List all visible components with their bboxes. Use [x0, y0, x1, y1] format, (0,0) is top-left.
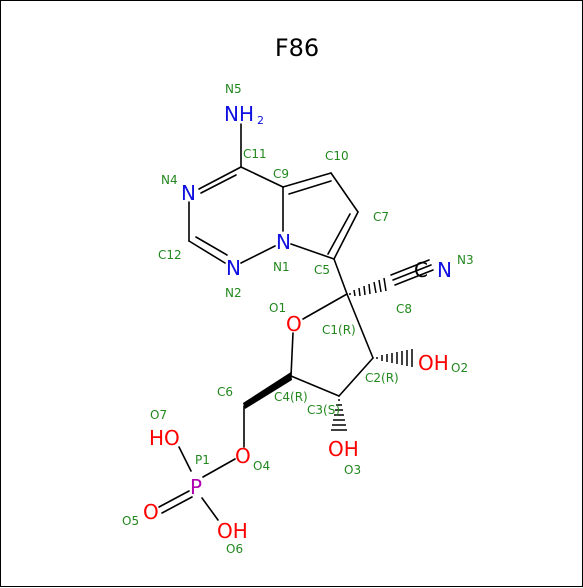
atom-o7: HO	[149, 426, 180, 450]
label-o7: O7	[150, 408, 167, 422]
solid-wedge-c4-c6	[243, 372, 292, 409]
label-o4: O4	[253, 459, 270, 473]
label-o1: O1	[269, 301, 286, 315]
hash-wedge-c3-o3	[331, 399, 347, 431]
atom-c8: C	[414, 258, 428, 282]
atom-o5: O	[143, 500, 159, 524]
atom-n3: N	[437, 258, 452, 282]
bond-c5-c1	[333, 258, 348, 295]
label-c2: C2(R)	[365, 371, 399, 385]
bond-c1-o1	[302, 293, 348, 320]
label-c9: C9	[273, 167, 289, 181]
atom-o2: OH	[418, 351, 449, 375]
atom-p1: P	[190, 475, 202, 499]
label-o6: O6	[226, 542, 243, 556]
bond-c12-n2-double	[195, 236, 228, 256]
bond-o1-c4	[290, 332, 294, 377]
label-c4: C4(R)	[274, 390, 308, 404]
atom-o1: O	[286, 312, 302, 336]
bond-p1-o6	[201, 497, 219, 521]
bond-o4-p1	[202, 458, 236, 478]
bond-c12-n2	[188, 240, 226, 264]
label-o2: O2	[451, 361, 468, 375]
label-n3: N3	[457, 253, 474, 267]
label-c3: C3(S)	[307, 403, 340, 417]
label-n5: N5	[225, 82, 242, 96]
label-c8: C8	[396, 302, 412, 316]
bond-c9-c11	[240, 166, 284, 188]
bond-c2-c1	[346, 293, 374, 359]
bond-n2-n1	[240, 245, 276, 264]
hash-wedge-c2-o2	[376, 349, 413, 367]
label-c10: C10	[325, 149, 349, 163]
atom-n1: N	[276, 230, 291, 254]
bond-c8-n3-1	[392, 264, 432, 281]
atom-o4: O	[235, 444, 251, 468]
bond-c4-c3	[290, 375, 340, 397]
bond-c7-c5	[333, 211, 359, 260]
label-c6: C6	[217, 385, 233, 399]
atom-o6: OH	[217, 519, 248, 543]
label-n1: N1	[273, 260, 290, 274]
label-c12: C12	[158, 248, 182, 262]
bond-c8-n3-3	[394, 269, 434, 286]
label-n4: N4	[161, 173, 178, 187]
label-c5: C5	[314, 263, 330, 277]
atom-n4: N	[181, 181, 196, 205]
bond-c8-n3-2	[390, 259, 430, 276]
label-c1: C1(R)	[322, 323, 356, 337]
atom-n2: N	[226, 256, 241, 280]
atom-nh2-subscript: 2	[257, 114, 264, 127]
label-c11: C11	[243, 147, 267, 161]
bond-c3-c2	[338, 357, 374, 397]
bond-c9-c10	[282, 172, 332, 188]
bond-p1-o5	[158, 490, 190, 508]
diagram-title: F86	[275, 34, 319, 62]
label-o3: O3	[344, 463, 361, 477]
bond-c7-c5-double	[327, 213, 351, 255]
hash-wedge-c1-c8	[349, 277, 387, 297]
atom-o3: OH	[328, 437, 359, 461]
label-n2: N2	[225, 286, 242, 300]
label-p1: P1	[195, 453, 210, 467]
bond-p1-o7	[178, 446, 192, 472]
label-o5: O5	[122, 514, 139, 528]
label-c7: C7	[373, 210, 389, 224]
bond-c9-c10-double	[288, 180, 332, 195]
bond-c11-n4	[198, 166, 242, 190]
bond-p1-o5-double	[161, 496, 193, 514]
bond-c11-n4-double	[200, 174, 237, 194]
bond-c10-c7	[330, 172, 359, 213]
atom-nh2: NH	[224, 102, 254, 126]
bond-c5-n1	[290, 243, 335, 260]
